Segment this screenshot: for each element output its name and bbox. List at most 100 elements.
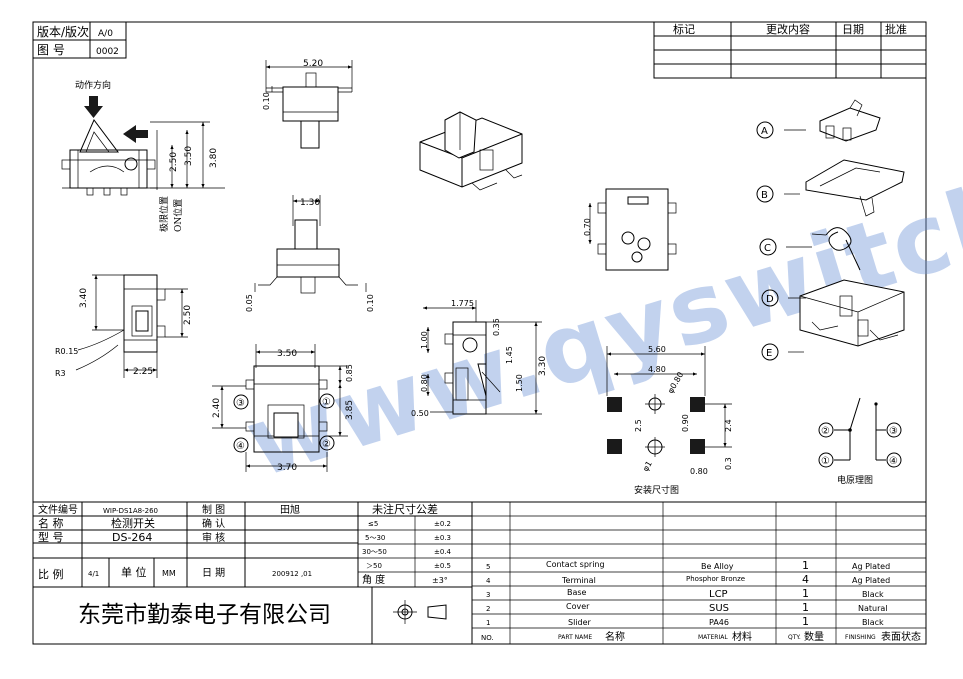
drawing-no-label: 图 号 <box>37 43 65 57</box>
pin-label-2: ② <box>319 435 335 451</box>
svg-text:Black: Black <box>862 590 884 599</box>
svg-text:Contact spring: Contact spring <box>546 560 605 569</box>
svg-text:D: D <box>766 294 774 305</box>
dim-0-90: 0.90 <box>681 414 690 432</box>
dim-0-85: 0.85 <box>345 364 354 382</box>
name-value: 检测开关 <box>111 516 155 530</box>
file-no-value: WIP-DS1A8-260 <box>103 507 158 515</box>
dim-3-85: 3.85 <box>345 400 355 420</box>
dim-5-60: 5.60 <box>648 345 666 354</box>
svg-text:1: 1 <box>486 619 490 627</box>
dim-r0-15: R0.15 <box>55 347 78 356</box>
revision-header-date: 日期 <box>842 23 864 36</box>
circuit-pin-3: ③ <box>886 422 902 438</box>
tol-range-2: 5～30 <box>365 534 385 542</box>
dim-2-25: 2.25 <box>133 367 153 377</box>
on-position-label: ON位置 <box>172 199 184 232</box>
dim-3-30: 3.30 <box>538 356 548 376</box>
svg-text:MATERIAL: MATERIAL <box>698 634 728 641</box>
front-view-top: 5.20 0.10 <box>262 59 353 149</box>
svg-text:Cover: Cover <box>566 602 590 611</box>
action-direction-label: 动作方向 <box>75 79 111 91</box>
confirm-label: 确 认 <box>202 517 225 530</box>
svg-text:①: ① <box>821 456 830 467</box>
unit-label: 单 位 <box>121 565 147 579</box>
dim-0-10-b: 0.10 <box>366 294 375 312</box>
part-label-a: A <box>756 121 806 139</box>
dim-0-35: 0.35 <box>492 318 501 336</box>
revision-header-approve: 批准 <box>885 22 907 36</box>
pad-1 <box>607 397 622 412</box>
angle-value: ±3° <box>432 576 448 585</box>
slide-left-arrow-icon <box>123 125 148 143</box>
model-label: 型 号 <box>38 530 64 544</box>
svg-text:Ag Plated: Ag Plated <box>852 576 890 585</box>
pad-2 <box>690 397 705 412</box>
revision-table: 标记 更改内容 日期 批准 <box>653 21 927 79</box>
dim-0-70: 0.70 <box>583 218 592 236</box>
table-row: 4 Terminal Phosphor Bronze 4 Ag Plated <box>486 573 890 586</box>
svg-text:SUS: SUS <box>709 603 729 614</box>
svg-text:Be Alloy: Be Alloy <box>701 562 734 571</box>
svg-text:③: ③ <box>236 398 245 409</box>
circuit-diagram-label: 电原理图 <box>837 474 873 486</box>
isometric-view <box>419 111 523 191</box>
svg-text:④: ④ <box>889 456 898 467</box>
dim-2-4: 2.4 <box>724 419 733 432</box>
drawing-no-value: 0002 <box>96 47 119 57</box>
dim-1-775: 1.775 <box>451 299 474 308</box>
tol-value-2: ±0.3 <box>434 534 451 542</box>
svg-text:数量: 数量 <box>804 630 824 643</box>
tol-range-1: ≤5 <box>368 520 378 528</box>
tol-value-1: ±0.2 <box>434 520 451 528</box>
bottom-view: 3.50 0.85 3.85 2.40 3.70 ③ ④ ① ② <box>212 344 355 473</box>
tol-value-4: ±0.5 <box>434 562 451 570</box>
left-side-view: 3.40 2.50 R0.15 R3 2.25 <box>55 274 193 378</box>
name-label: 名 称 <box>38 516 64 530</box>
pad-3 <box>607 439 622 454</box>
svg-text:QTY.: QTY. <box>788 634 801 641</box>
svg-text:A: A <box>761 126 768 137</box>
dim-1-30: 1.30 <box>300 198 320 208</box>
svg-text:Ag Plated: Ag Plated <box>852 562 890 571</box>
table-row: 3 Base LCP 1 Black <box>486 587 884 600</box>
circuit-diagram: ② ① ③ ④ 电原理图 <box>818 397 902 486</box>
date-label: 日 期 <box>202 567 225 579</box>
dim-3-40: 3.40 <box>79 288 89 308</box>
dim-4-80: 4.80 <box>648 365 666 374</box>
version-label: 版本/版次 <box>37 25 89 39</box>
svg-text:Terminal: Terminal <box>561 576 596 585</box>
svg-text:NO.: NO. <box>481 634 494 642</box>
revision-header-mark: 标记 <box>673 22 695 36</box>
title-block: 文件编号 WIP-DS1A8-260 制 图 田旭 名 称 检测开关 确 认 型… <box>33 501 926 644</box>
dim-1-00: 1.00 <box>420 331 429 349</box>
dim-0-05: 0.05 <box>245 294 254 312</box>
part-label-e: E <box>761 343 804 361</box>
press-down-arrow-icon <box>84 96 103 118</box>
svg-text:②: ② <box>322 439 331 450</box>
svg-text:④: ④ <box>236 441 245 452</box>
exploded-view: A B C D E <box>756 99 905 361</box>
dim-1-50: 1.50 <box>515 374 524 392</box>
svg-text:PA46: PA46 <box>709 618 729 627</box>
svg-text:E: E <box>766 348 772 359</box>
circuit-pin-4: ④ <box>886 452 902 468</box>
installation-footprint: 5.60 4.80 φ0.80 2.5 0.90 2.4 φ1 0.80 0.3… <box>606 345 733 496</box>
svg-text:1: 1 <box>802 601 809 614</box>
pad-4 <box>690 439 705 454</box>
scale-label: 比 例 <box>38 567 64 581</box>
version-header: 版本/版次 A/0 图 号 0002 <box>32 21 127 59</box>
svg-text:Slider: Slider <box>568 618 592 627</box>
svg-text:③: ③ <box>889 426 898 437</box>
drawn-value: 田旭 <box>280 504 300 516</box>
bom-header: NO. PART NAME 名称 MATERIAL 材料 QTY. 数量 FIN… <box>481 630 921 643</box>
svg-text:FINISHING: FINISHING <box>845 634 876 641</box>
tol-range-3: 30～50 <box>362 548 387 556</box>
unit-value: MM <box>162 569 176 578</box>
reset-position-label: 极限位置 <box>158 196 170 232</box>
pin-label-3: ③ <box>233 394 249 410</box>
company-name: 东莞市勤泰电子有限公司 <box>78 602 331 628</box>
part-label-b: B <box>756 185 800 203</box>
